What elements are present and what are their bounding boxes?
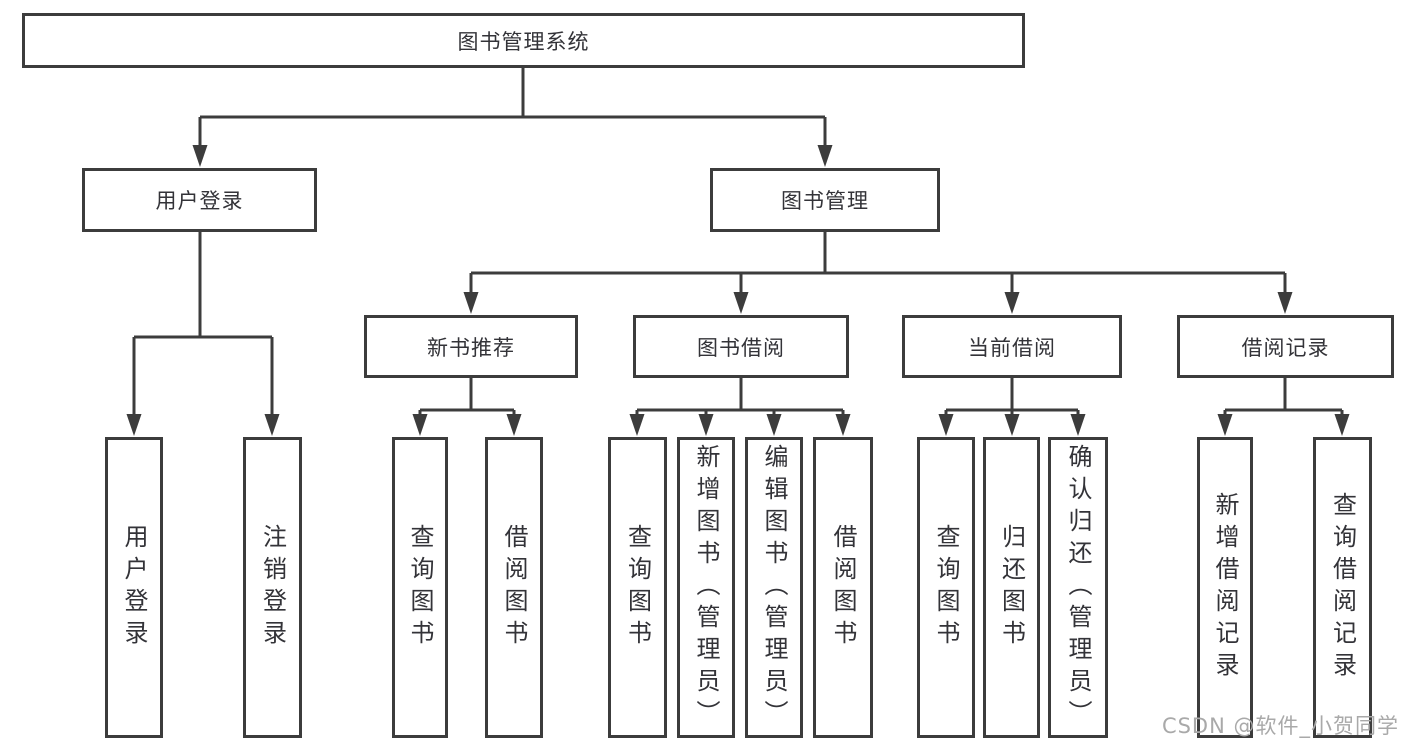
leaf-records-add-record: 新增借阅记录 [1197,437,1253,738]
leaf-borrowing-borrow-books-label: 借阅图书 [829,523,857,652]
node-new-book-recommend: 新书推荐 [364,315,578,378]
leaf-logout: 注销登录 [243,437,302,738]
leaf-records-add-record-label: 新增借阅记录 [1211,491,1239,684]
leaf-borrowing-edit-books-admin-label: 编辑图书（管理员） [760,443,788,732]
leaf-borrowing-query-books: 查询图书 [608,437,667,738]
node-borrow-records-label: 借阅记录 [1241,335,1330,360]
node-user-login: 用户登录 [82,168,317,232]
node-root-system: 图书管理系统 [22,13,1025,68]
leaf-records-query-record: 查询借阅记录 [1313,437,1372,738]
node-root-label: 图书管理系统 [457,29,590,54]
leaf-current-query-books: 查询图书 [917,437,975,738]
leaf-recommend-borrow-books: 借阅图书 [485,437,543,738]
node-book-borrowing-label: 图书借阅 [697,335,785,360]
leaf-recommend-query-books: 查询图书 [392,437,448,738]
leaf-current-query-books-label: 查询图书 [932,523,960,652]
leaf-borrowing-borrow-books: 借阅图书 [813,437,873,738]
leaf-logout-label: 注销登录 [258,523,287,652]
leaf-borrowing-query-books-label: 查询图书 [623,523,652,652]
node-book-management-label: 图书管理 [781,189,869,213]
leaf-records-query-record-label: 查询借阅记录 [1328,491,1357,684]
node-user-login-label: 用户登录 [155,189,244,213]
leaf-recommend-query-books-label: 查询图书 [406,523,434,652]
node-current-borrowing: 当前借阅 [902,315,1122,378]
leaf-borrowing-add-books-admin-label: 新增图书（管理员） [692,443,720,732]
leaf-borrowing-add-books-admin: 新增图书（管理员） [677,437,735,738]
node-book-borrowing: 图书借阅 [633,315,849,378]
node-current-borrowing-label: 当前借阅 [968,335,1056,360]
node-new-book-recommend-label: 新书推荐 [427,335,515,360]
leaf-borrowing-edit-books-admin: 编辑图书（管理员） [745,437,803,738]
leaf-current-return-books-label: 归还图书 [997,523,1026,652]
leaf-user-login-label: 用户登录 [120,523,148,652]
watermark-csdn: CSDN @软件_小贺同学 [1161,714,1399,738]
node-book-management: 图书管理 [710,168,940,232]
leaf-recommend-borrow-books-label: 借阅图书 [500,523,528,652]
leaf-user-login: 用户登录 [105,437,163,738]
leaf-current-confirm-return-admin-label: 确认归还（管理员） [1064,443,1092,732]
leaf-current-return-books: 归还图书 [983,437,1040,738]
node-borrow-records: 借阅记录 [1177,315,1394,378]
leaf-current-confirm-return-admin: 确认归还（管理员） [1048,437,1108,738]
arrow-down-icons [126,145,1350,436]
